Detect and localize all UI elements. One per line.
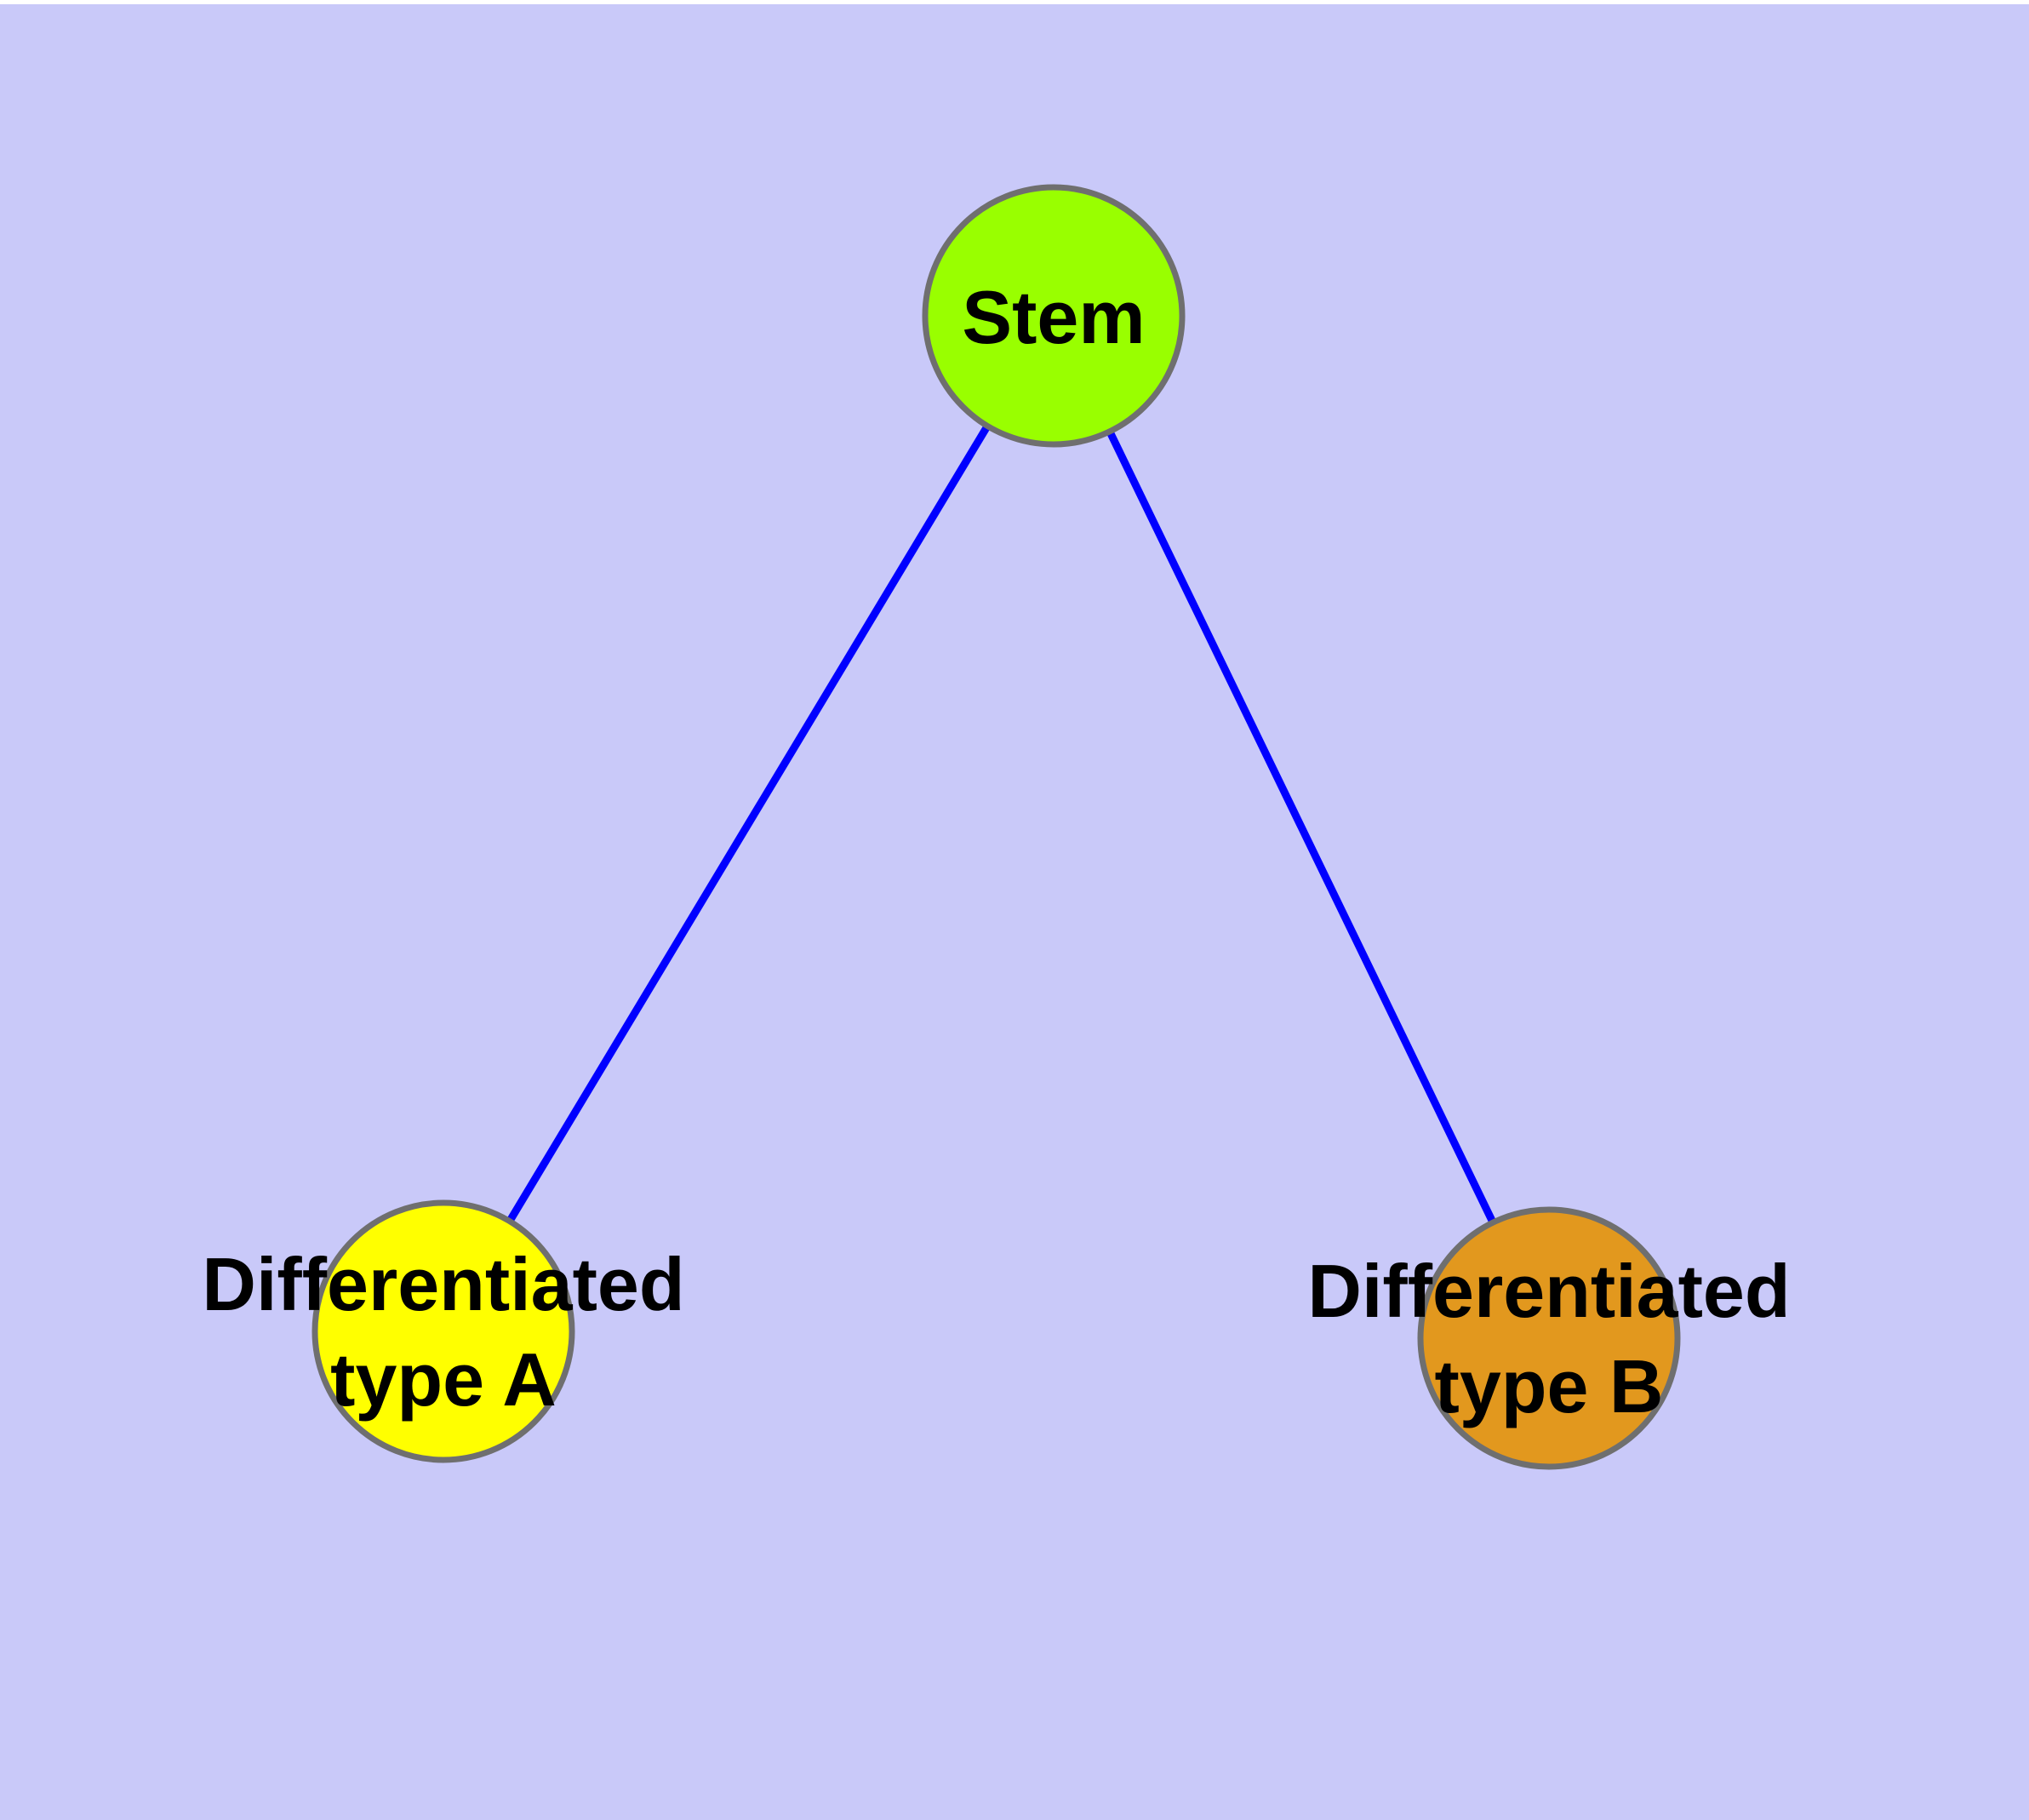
- node-differentiated-type-b: [1417, 1206, 1681, 1470]
- node-type-a-label-line2: type A: [330, 1337, 557, 1422]
- edge-stem-to-type-b: [1049, 314, 1553, 1340]
- edge-stem-to-type-a: [440, 313, 1057, 1334]
- node-stem-label: Stem: [962, 275, 1145, 359]
- node-type-b-label-line2: type B: [1435, 1344, 1664, 1428]
- top-margin-strip: [0, 0, 2029, 4]
- node-type-b-label-line1: Differentiated: [1307, 1249, 1790, 1333]
- node-differentiated-type-a: [311, 1199, 575, 1463]
- node-type-a-label-line1: Differentiated: [202, 1242, 684, 1326]
- node-stem: [922, 184, 1186, 448]
